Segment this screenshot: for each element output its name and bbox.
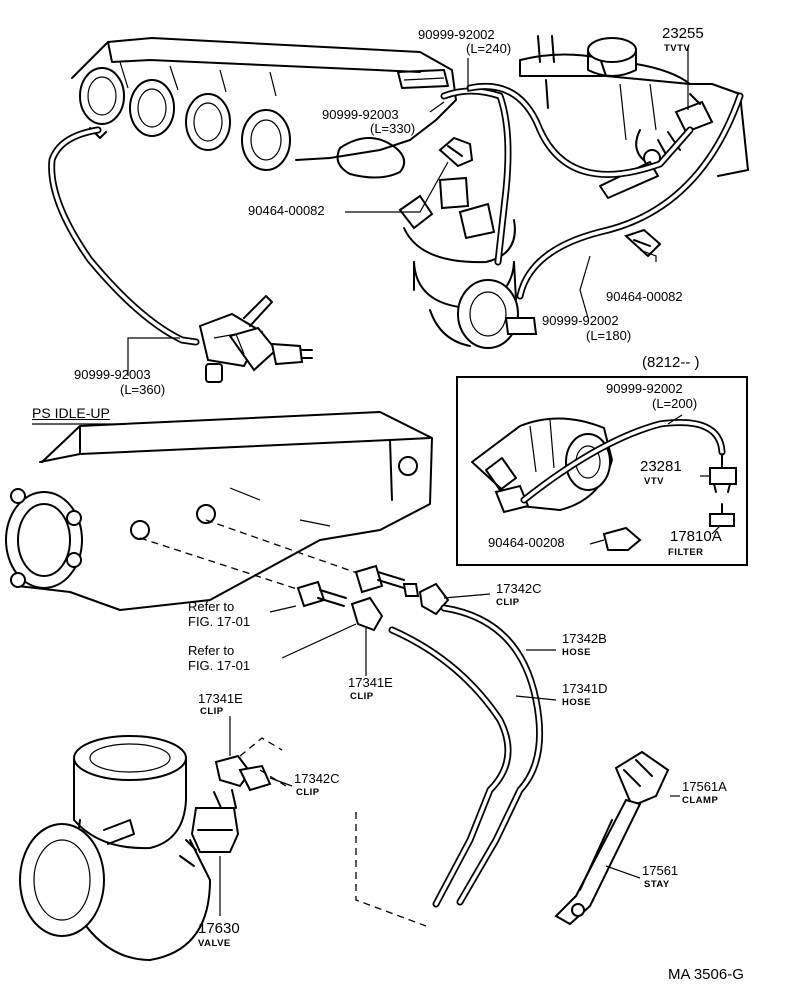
part-name-label: CLAMP — [682, 795, 719, 806]
part-name-label: CLIP — [200, 706, 224, 717]
clamp-stay-drawing — [554, 750, 680, 926]
part-number-label: 17561A — [682, 779, 727, 794]
part-number-label: 17810A — [670, 528, 722, 545]
part-name-label: HOSE — [562, 647, 591, 658]
part-name-label: VALVE — [198, 938, 231, 949]
power-steering-pump-drawing — [19, 735, 211, 961]
part-number-label: 90999-92003 — [322, 107, 399, 122]
pump-clips-valve — [190, 716, 293, 916]
part-number-label: 17341D — [562, 681, 608, 696]
part-name-label: FILTER — [668, 547, 704, 558]
part-name-label: HOSE — [562, 697, 591, 708]
part-number-label: 90999-92002 — [606, 381, 683, 396]
part-name-label: CLIP — [296, 787, 320, 798]
inset-box — [456, 376, 748, 566]
tvtv-valve-drawing — [599, 93, 714, 199]
inset-heading: (8212-- ) — [642, 354, 700, 371]
part-number-label: 90464-00082 — [606, 289, 683, 304]
part-number-label: 17341E — [198, 691, 243, 706]
part-number-label: 17561 — [642, 863, 679, 878]
part-length-label: (L=180) — [586, 328, 632, 343]
idle-up-vsv-drawing — [198, 295, 313, 383]
power-steering-hoses — [355, 604, 557, 927]
part-length-label: (L=360) — [120, 382, 166, 397]
clips-top — [438, 136, 662, 258]
part-number-label: 90999-92002 — [542, 313, 619, 328]
idle-up-fittings — [139, 519, 491, 676]
part-number-label: 17342C — [294, 771, 340, 786]
footer-code: MA 3506-G — [668, 966, 744, 983]
part-number-label: 17342C — [496, 581, 542, 596]
reference-figure: FIG. 17-01 — [188, 614, 251, 629]
vacuum-hoses-top — [48, 82, 744, 346]
part-number-label: 17630 — [198, 920, 240, 937]
part-number-label: 90999-92003 — [74, 367, 151, 382]
part-number-label: 23281 — [640, 458, 682, 475]
part-name-label: TVTV — [664, 43, 691, 54]
part-number-label: 90464-00082 — [248, 203, 325, 218]
leader-lines-top — [127, 46, 689, 376]
part-length-label: (L=200) — [652, 396, 698, 411]
part-length-label: (L=240) — [466, 41, 512, 56]
distributor-drawing — [398, 176, 538, 349]
reference-label: Refer to — [188, 599, 235, 614]
intake-manifold-drawing — [71, 37, 457, 179]
air-intake-drawing — [5, 411, 433, 611]
part-number-label: 90464-00208 — [488, 535, 565, 550]
part-name-label: CLIP — [496, 597, 520, 608]
part-name-label: STAY — [644, 879, 670, 890]
section-title: PS IDLE-UP — [32, 405, 110, 421]
part-number-label: 23255 — [662, 25, 704, 42]
part-length-label: (L=330) — [370, 121, 416, 136]
part-number-label: 90999-92002 — [418, 27, 495, 42]
part-number-label: 17342B — [562, 631, 607, 646]
part-number-label: 17341E — [348, 675, 393, 690]
reference-figure: FIG. 17-01 — [188, 658, 251, 673]
part-name-label: VTV — [644, 476, 664, 487]
reference-label: Refer to — [188, 643, 235, 658]
part-name-label: CLIP — [350, 691, 374, 702]
